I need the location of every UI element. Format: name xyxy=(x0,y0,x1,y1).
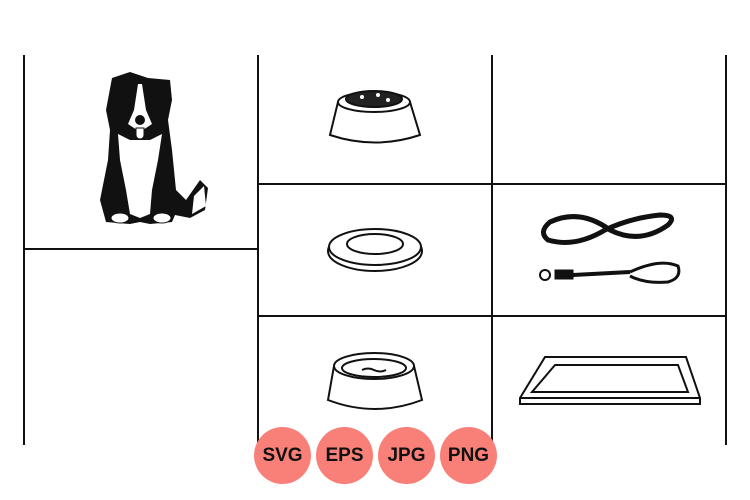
grid-lines xyxy=(23,55,727,445)
food-bowl-illustration xyxy=(328,90,422,144)
badge-jpg: JPG xyxy=(378,427,435,484)
border-collie-dog-illustration xyxy=(100,72,208,224)
water-bowl-illustration xyxy=(326,352,424,410)
badge-eps: EPS xyxy=(316,427,373,484)
badge-svg: SVG xyxy=(254,427,311,484)
badge-png: PNG xyxy=(440,427,497,484)
pet-mat-illustration xyxy=(519,356,701,405)
frisbee-illustration xyxy=(327,228,423,272)
format-badges: SVG EPS JPG PNG xyxy=(254,427,497,484)
leash-illustration xyxy=(539,212,681,284)
